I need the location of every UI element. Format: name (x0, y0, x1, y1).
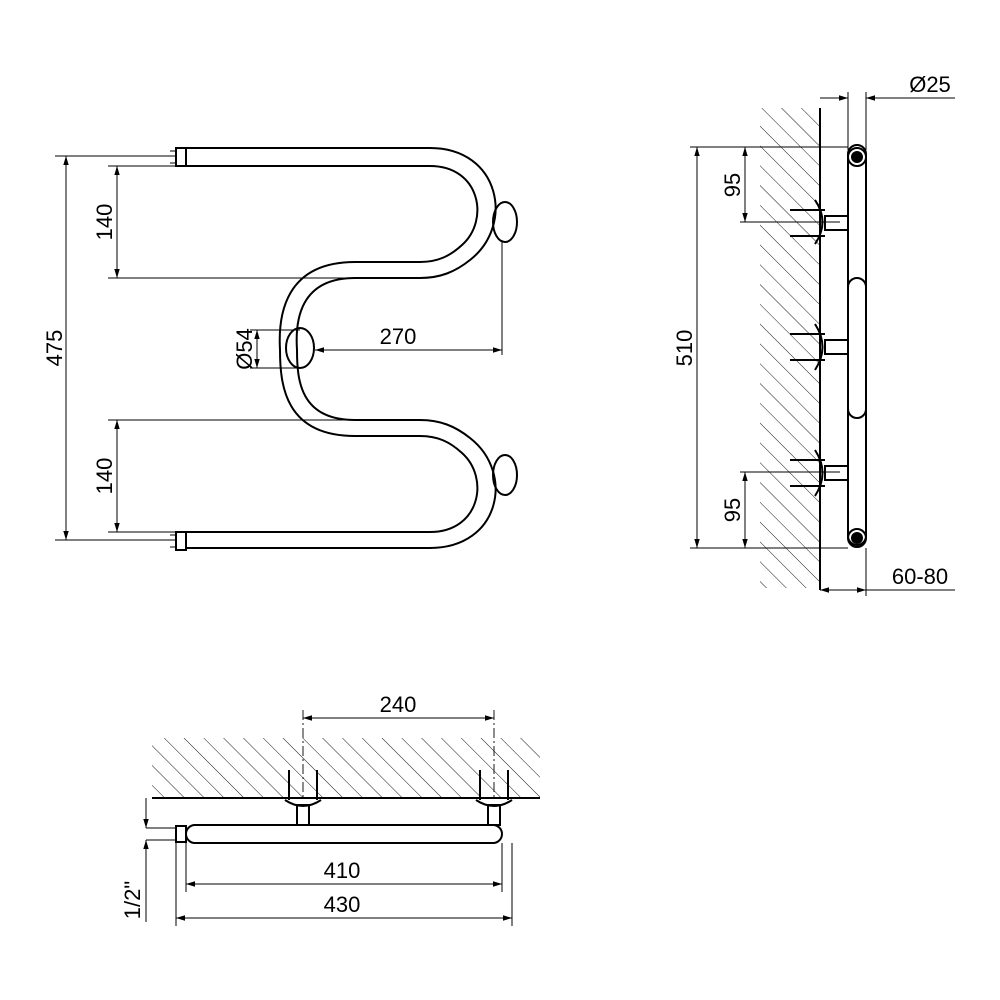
dim-height-front: 475 (42, 330, 67, 367)
side-holder-middle (790, 323, 849, 371)
rail-outer-path (185, 147, 497, 549)
holder-middle (285, 327, 315, 369)
holder-right-bottom (492, 454, 518, 496)
fitting-bottom (175, 531, 187, 551)
top-rail-body (185, 824, 503, 844)
side-rail-end-bottom (847, 528, 867, 548)
wall-hatch-side (760, 108, 820, 588)
dim-width-front: 270 (380, 324, 417, 349)
front-view: 475 140 140 Ø54 270 (42, 147, 518, 551)
dim-pipe-diameter: Ø54 (232, 328, 257, 370)
side-middle-bulge (847, 277, 867, 419)
dim-mount-spacing: 240 (380, 692, 417, 717)
dim-bottom-offset: 95 (720, 498, 745, 522)
wall-hatch-top (152, 738, 540, 798)
dim-wall-distance: 60-80 (892, 564, 948, 589)
fitting-top (175, 147, 187, 167)
dim-height-side: 510 (672, 330, 697, 367)
dim-inner-length: 410 (324, 858, 361, 883)
dim-spacing-bottom: 140 (92, 458, 117, 495)
side-rail-end-top (847, 147, 867, 167)
side-view: Ø25 510 95 95 60-80 (672, 72, 955, 596)
dim-thread: 1/2" (120, 881, 145, 919)
side-rail-tube (847, 144, 867, 546)
dim-spacing-top: 140 (92, 204, 117, 241)
dim-tube-diameter: Ø25 (909, 72, 951, 97)
dim-total-length: 430 (324, 892, 361, 917)
dim-top-offset: 95 (720, 173, 745, 197)
top-view: 240 410 430 1/2" (120, 692, 540, 926)
rail-inner-path (185, 165, 479, 533)
side-holder-bottom (790, 449, 849, 497)
top-fitting (175, 825, 187, 843)
holder-right-top (492, 201, 518, 243)
